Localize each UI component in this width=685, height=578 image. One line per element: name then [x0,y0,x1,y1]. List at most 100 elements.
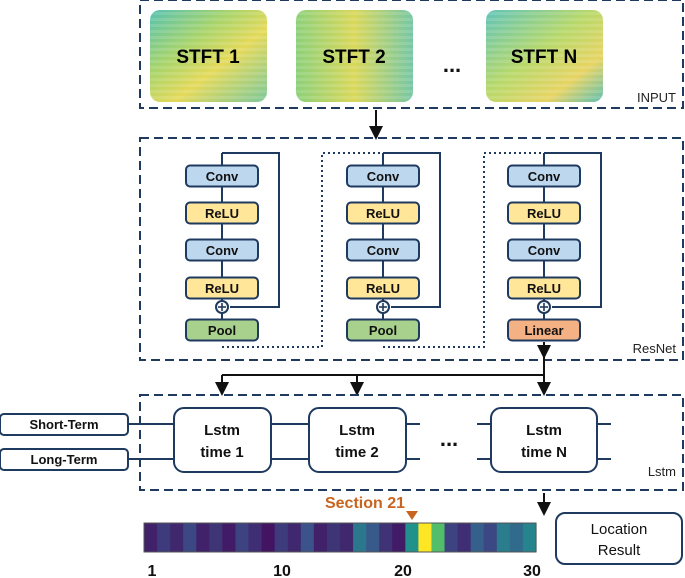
resnet-col-1-pool-block-5: Pool [185,318,259,342]
short-term-label: Short-Term [29,417,98,432]
lstm-cell-1-time: time 1 [200,444,243,461]
input-panel: STFT 1 STFT 2 ... STFT N INPUT [139,0,684,109]
resnet-col-2-conv-block-3: Conv [346,238,420,262]
heat-cell-9 [248,523,263,552]
lstm-cell-1-title: Lstm [204,422,240,439]
axis-tick-20: 20 [394,563,412,578]
stft-n-label: STFT N [511,47,578,68]
resnet-col-2-relu-label-2: ReLU [366,206,400,221]
lstm-cell-2: Lstm time 2 [308,407,407,473]
resnet-col-1-pool-label-5: Pool [208,323,236,338]
result-section: Section 21 1 10 20 30 Location Result [143,495,683,578]
heat-cell-7 [222,523,237,552]
heat-cell-13 [300,523,315,552]
heat-cell-17 [353,523,367,552]
resnet-col-2-relu-block-4: ReLU [346,276,420,300]
location-result-box: Location Result [555,512,683,565]
resnet-col-3-conv-label-1: Conv [528,169,561,184]
heat-cell-15 [326,523,341,552]
resnet-col-3-relu-label-2: ReLU [527,206,561,221]
stft-2-label: STFT 2 [322,47,385,68]
long-term-input: Long-Term [0,448,129,471]
resnet-col-1-conv-block-1: Conv [185,164,259,188]
heat-cell-5 [196,523,210,552]
column-1-to-2-connector [222,152,382,348]
lstm-cell-n-time: time N [521,444,567,461]
heat-cell-16 [340,523,354,552]
heat-cell-8 [235,523,250,552]
resnet-col-3-relu-label-4: ReLU [527,281,561,296]
resnet-col-2-add-node [376,300,390,314]
heat-cell-6 [209,523,223,552]
resnet-col-1-relu-block-4: ReLU [185,276,259,300]
resnet-col-1-relu-block-2: ReLU [185,201,259,225]
resnet-col-1-relu-label-4: ReLU [205,281,239,296]
resnet-col-2-relu-label-4: ReLU [366,281,400,296]
heat-bar-frame [143,522,537,553]
location-result-line2: Result [598,542,641,559]
heat-cell-highlight [405,523,419,552]
heat-cell-12 [287,523,302,552]
resnet-col-2-conv-label-3: Conv [367,243,400,258]
resnet-col-2-conv-block-1: Conv [346,164,420,188]
lstm-panel: Lstm Short-Term Long-Term Lstm time 1 Ls… [0,394,684,491]
heat-cell-23 [431,523,446,552]
heat-cell-24 [444,523,459,552]
resnet-col-2-conv-label-1: Conv [367,169,400,184]
heat-cell-29 [509,523,524,552]
long-term-label: Long-Term [31,452,98,467]
resnet-col-3-linear-block-5: Linear [507,318,581,342]
stft-1-tile: STFT 1 [150,10,267,102]
heat-cell-4 [183,523,197,552]
heat-cell-2 [157,523,171,552]
heat-cell-18 [366,523,380,552]
short-term-input: Short-Term [0,413,129,436]
input-panel-label: INPUT [637,90,676,105]
resnet-col-3-relu-block-2: ReLU [507,201,581,225]
heat-cell-3 [170,523,184,552]
lstm-cell-n: Lstm time N [490,407,598,473]
resnet-col-3-conv-block-1: Conv [507,164,581,188]
stft-1-label: STFT 1 [176,47,240,68]
location-result-line1: Location [591,521,648,538]
resnet-col-1-skip-path [222,152,280,308]
heat-cell-19 [379,523,393,552]
resnet-col-1-conv-label-1: Conv [206,169,239,184]
resnet-col-2-skip-path [383,152,441,308]
resnet-col-3-conv-label-3: Conv [528,243,561,258]
heat-cell-22 [418,523,433,552]
lstm-ellipsis: ... [440,426,458,451]
heat-cell-1 [144,523,158,552]
lstm-cell-2-time: time 2 [335,444,378,461]
heat-cell-27 [483,523,498,552]
location-heat-bar [144,523,537,552]
resnet-col-3-linear-label-5: Linear [524,323,563,338]
heat-cell-14 [313,523,328,552]
lstm-panel-label: Lstm [648,464,676,479]
resnet-col-1-conv-block-3: Conv [185,238,259,262]
heat-cell-26 [470,523,485,552]
axis-tick-30: 30 [523,563,541,578]
heat-cell-10 [261,523,276,552]
axis-tick-10: 10 [273,563,291,578]
resnet-col-2-pool-block-5: Pool [346,318,420,342]
lstm-cell-n-title: Lstm [526,422,562,439]
resnet-panel-label: ResNet [633,341,677,356]
resnet-col-3-conv-block-3: Conv [507,238,581,262]
axis-tick-1: 1 [148,563,157,578]
resnet-col-3-skip-path [544,152,602,308]
resnet-col-2-pool-label-5: Pool [369,323,397,338]
heat-cell-28 [496,523,511,552]
heat-cell-30 [522,523,537,552]
section-label: Section 21 [325,495,405,512]
resnet-col-1-relu-label-2: ReLU [205,206,239,221]
lstm-cell-2-title: Lstm [339,422,375,439]
resnet-col-3-add-node [537,300,551,314]
section-marker [406,511,418,520]
input-ellipsis: ... [443,52,461,77]
resnet-col-3-relu-block-4: ReLU [507,276,581,300]
resnet-col-1-conv-label-3: Conv [206,243,239,258]
resnet-col-1-add-node [215,300,229,314]
column-2-to-3-connector [383,152,544,348]
